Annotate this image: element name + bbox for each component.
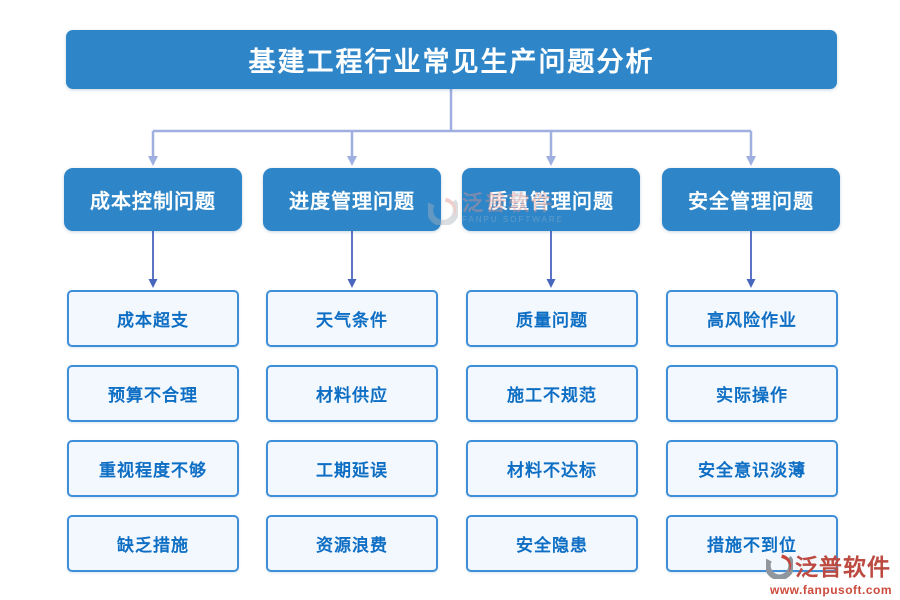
issue-box: 天气条件 <box>266 290 438 347</box>
footer-brand-url: www.fanpusoft.com <box>770 583 893 597</box>
category-box-safety: 安全管理问题 <box>662 168 840 231</box>
category-box-cost-control: 成本控制问题 <box>64 168 242 231</box>
issue-box: 高风险作业 <box>666 290 838 347</box>
issue-box: 材料供应 <box>266 365 438 422</box>
issue-box: 缺乏措施 <box>67 515 239 572</box>
issue-box: 预算不合理 <box>67 365 239 422</box>
issue-box: 措施不到位 <box>666 515 838 572</box>
issue-box: 成本超支 <box>67 290 239 347</box>
category-box-schedule: 进度管理问题 <box>263 168 441 231</box>
page-title: 基建工程行业常见生产问题分析 <box>66 30 837 89</box>
issue-box: 资源浪费 <box>266 515 438 572</box>
issue-box: 工期延误 <box>266 440 438 497</box>
issue-box: 安全隐患 <box>466 515 638 572</box>
issue-box: 实际操作 <box>666 365 838 422</box>
issue-box: 施工不规范 <box>466 365 638 422</box>
category-box-quality: 质量管理问题 <box>462 168 640 231</box>
issue-box: 安全意识淡薄 <box>666 440 838 497</box>
issue-box: 质量问题 <box>466 290 638 347</box>
issue-box: 重视程度不够 <box>67 440 239 497</box>
issue-box: 材料不达标 <box>466 440 638 497</box>
